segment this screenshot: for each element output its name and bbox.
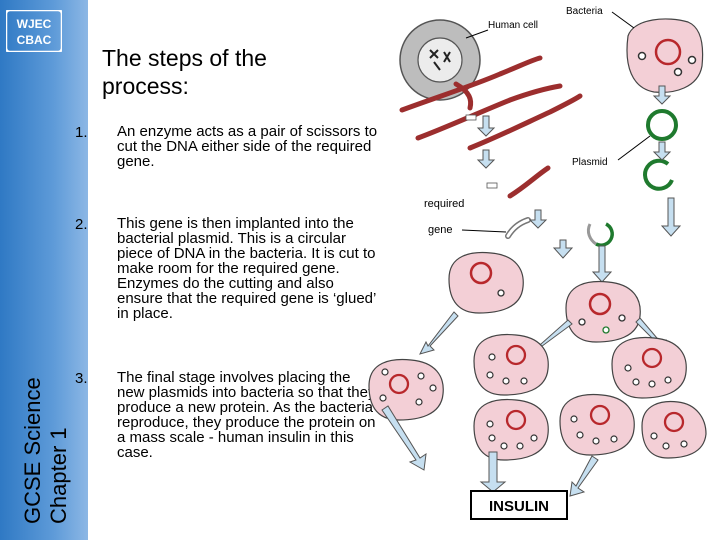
flow-arrows: [476, 85, 682, 283]
bacterium-top: [626, 18, 704, 93]
step-1-number: 1.: [75, 124, 88, 141]
bacterium-row4-2: [559, 393, 635, 456]
sidebar-band: WJEC CBAC GCSE Science Chapter 1: [0, 0, 88, 540]
step-1-text: An enzyme acts as a pair of scissors to …: [117, 123, 378, 170]
bacterium-row4-1: [473, 398, 549, 461]
bacteria-label: Bacteria: [566, 6, 603, 17]
human-cell: [399, 19, 481, 101]
bacterium-host: [448, 251, 524, 314]
dna-cut-marks: [465, 114, 498, 189]
dna-strands: [399, 55, 583, 199]
chromosome-icon: [429, 49, 451, 71]
plasmid-pointer: [617, 135, 651, 161]
plasmid-ring: [646, 109, 678, 141]
wjec-logo-icon: WJEC CBAC: [6, 10, 62, 52]
bacterium-recombinant: [565, 280, 641, 343]
step-3-number: 3.: [75, 370, 88, 387]
bacterium-row3-3: [611, 336, 687, 399]
bacterium-row3-2: [473, 333, 549, 396]
insulin-product-label: INSULIN: [470, 490, 568, 520]
logo-line1: WJEC: [17, 17, 52, 31]
logo-line2: CBAC: [17, 33, 52, 47]
cut-plasmid: [643, 158, 674, 191]
human-cell-label: Human cell: [488, 20, 538, 31]
step-2-text: This gene is then implanted into the bac…: [117, 215, 376, 322]
recombinant-plasmid: [595, 222, 614, 247]
human-cell-pointer: [465, 29, 489, 39]
plasmid-label: Plasmid: [572, 157, 608, 168]
step-3-text: The final stage involves placing the new…: [117, 369, 376, 461]
gene-label: gene: [428, 224, 452, 236]
step-2-number: 2.: [75, 216, 88, 233]
bacterium-row4-3: [641, 400, 707, 459]
product-arrows: [381, 405, 599, 497]
required-label: required: [424, 198, 464, 210]
gene-pointer: [461, 229, 507, 233]
bacteria-pointer: [611, 11, 635, 29]
page-title: The steps of the process:: [102, 45, 267, 99]
bacterium-row3-1: [368, 358, 444, 421]
